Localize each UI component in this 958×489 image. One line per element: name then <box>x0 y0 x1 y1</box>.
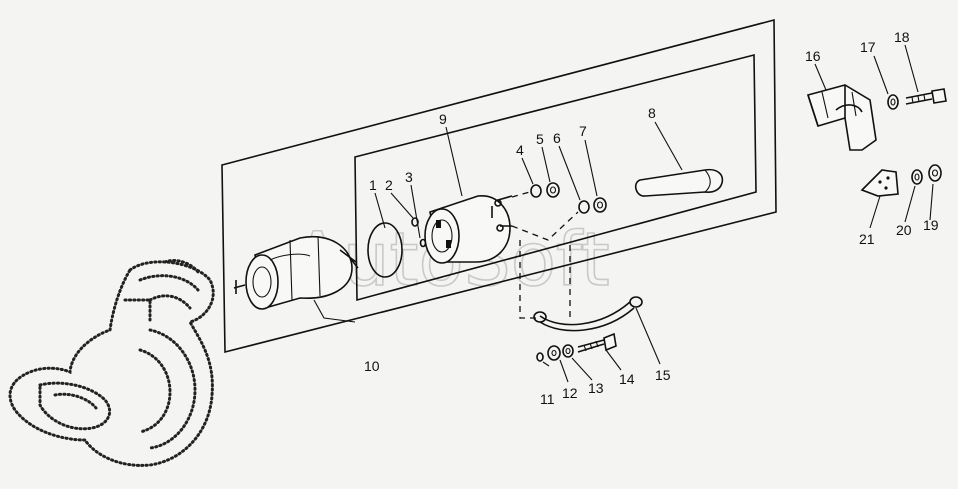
washer-6 <box>578 200 590 214</box>
outer-assembly-panel <box>221 18 777 354</box>
nut-13 <box>562 344 574 358</box>
label-18: 18 <box>894 29 910 45</box>
label-13: 13 <box>588 380 604 396</box>
label-2: 2 <box>385 177 393 193</box>
washer-12 <box>547 345 561 361</box>
starter-housing-ghost <box>8 258 215 467</box>
label-20: 20 <box>896 222 912 238</box>
label-6: 6 <box>553 130 561 146</box>
nut-7 <box>593 197 607 213</box>
washer-17 <box>887 94 899 110</box>
label-12: 12 <box>562 385 578 401</box>
part-number-labels: 1 2 3 4 5 6 7 8 9 10 11 12 13 14 15 16 1… <box>364 29 939 407</box>
label-10: 10 <box>364 358 380 374</box>
label-16: 16 <box>805 48 821 64</box>
label-8: 8 <box>648 105 656 121</box>
label-1: 1 <box>369 177 377 193</box>
mounting-bracket <box>806 84 877 151</box>
leader-lines <box>313 44 934 383</box>
label-21: 21 <box>859 231 875 247</box>
nut-19 <box>928 164 942 182</box>
connecting-strap <box>533 296 643 332</box>
label-11: 11 <box>540 391 555 407</box>
clamp-plate <box>860 169 899 197</box>
washer-11 <box>536 352 544 362</box>
label-7: 7 <box>579 123 587 139</box>
washer-2 <box>411 217 419 227</box>
rubber-sleeve <box>634 168 724 197</box>
label-5: 5 <box>536 131 544 147</box>
solenoid-switch <box>424 195 513 264</box>
bolt-14 <box>577 332 617 353</box>
label-14: 14 <box>619 371 635 387</box>
alignment-line-4 <box>511 190 534 198</box>
washer-4 <box>530 184 542 198</box>
label-19: 19 <box>923 217 939 233</box>
alignment-line-15-left <box>519 240 538 319</box>
label-9: 9 <box>439 111 447 127</box>
washer-20 <box>911 169 923 185</box>
nut-5 <box>546 182 560 198</box>
bolt-18 <box>905 88 947 105</box>
starter-motor-assembly <box>233 235 359 310</box>
label-4: 4 <box>516 142 524 158</box>
inner-assembly-panel <box>354 53 757 302</box>
label-15: 15 <box>655 367 671 383</box>
alignment-line-6 <box>511 211 579 241</box>
label-3: 3 <box>405 169 413 185</box>
label-17: 17 <box>860 39 876 55</box>
o-ring <box>367 222 403 278</box>
